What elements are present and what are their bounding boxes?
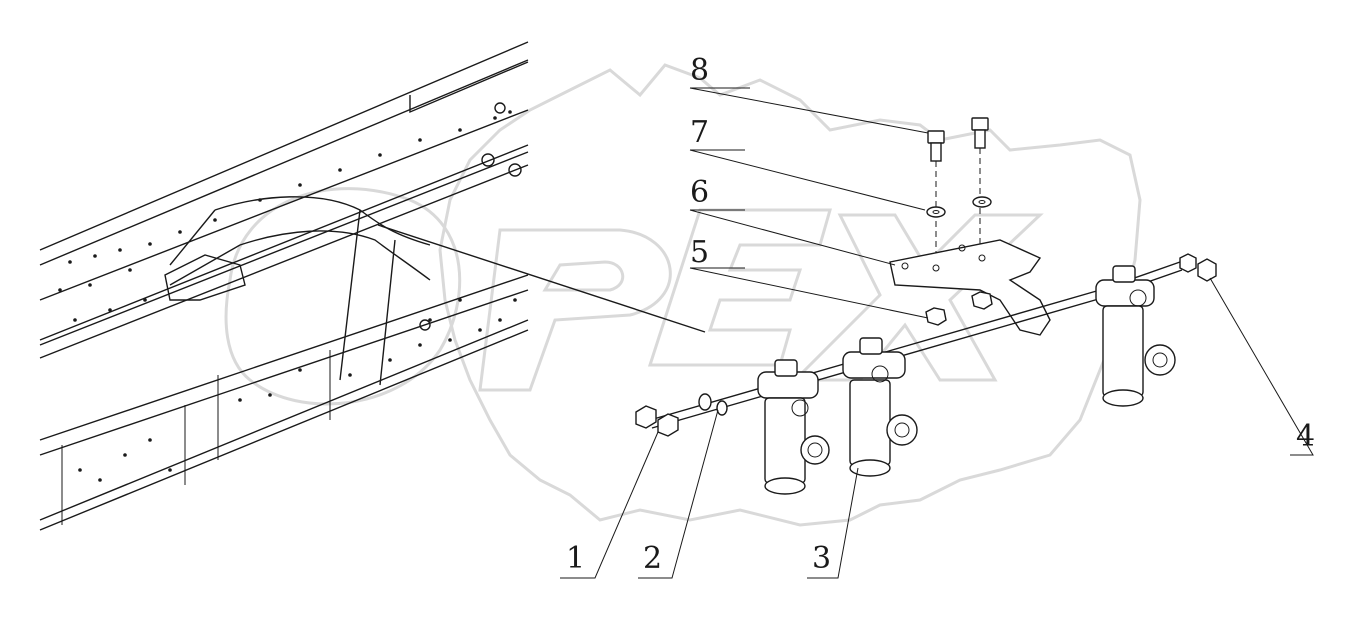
leader-8: [689, 87, 929, 134]
watermark-letter-e: [647, 208, 832, 367]
frame-hole: [508, 163, 522, 177]
callout-1: 1: [566, 541, 585, 576]
frame-crossmember: [169, 196, 431, 386]
vehicle-frame: [39, 41, 706, 531]
frame-hole: [481, 153, 495, 167]
valve-3-left: [757, 359, 830, 495]
frame-top-rail-flange: [39, 151, 529, 359]
callout-4: 4: [1296, 419, 1315, 454]
bolt-1: [635, 405, 679, 437]
callout-7: 7: [690, 115, 709, 150]
leader-5: [689, 267, 929, 319]
watermark-letter-p: [478, 228, 672, 392]
leader-6: [689, 209, 896, 266]
leader-4: [1209, 277, 1314, 456]
valve-3-middle: [842, 337, 918, 477]
leader-1: [560, 431, 659, 579]
bolt-pair-8: [927, 117, 989, 290]
washer-2: [698, 393, 728, 416]
watermark-gear: [438, 63, 1142, 527]
valve-3-right: [1095, 265, 1176, 407]
nut-pair-4: [1179, 253, 1217, 282]
frame-bracket: [164, 254, 246, 301]
callout-6: 6: [690, 175, 709, 210]
callout-leaders: [560, 87, 1314, 579]
bracket-6: [889, 239, 1051, 336]
watermark-letter-o: [224, 187, 462, 406]
leader-3: [807, 467, 859, 579]
leader-7: [689, 149, 926, 211]
frame-lower-rail-seams: [61, 350, 331, 525]
callout-8: 8: [690, 53, 709, 88]
leader-2: [638, 409, 719, 579]
callout-labels: 1 2 3 4 5 6 7 8: [566, 53, 1315, 576]
callout-2: 2: [643, 541, 662, 576]
frame-leader-line: [377, 224, 706, 333]
washer-pair-7: [926, 196, 992, 218]
nut-pair-5: [925, 291, 993, 326]
callout-3: 3: [812, 541, 831, 576]
frame-hole: [494, 102, 506, 114]
frame-lower-rail: [39, 274, 529, 531]
frame-top-rail: [39, 41, 529, 341]
frame-rivets-top: [58, 110, 512, 322]
callout-5: 5: [690, 235, 709, 270]
frame-rivets-lower: [78, 298, 517, 482]
frame-hole: [419, 319, 431, 331]
